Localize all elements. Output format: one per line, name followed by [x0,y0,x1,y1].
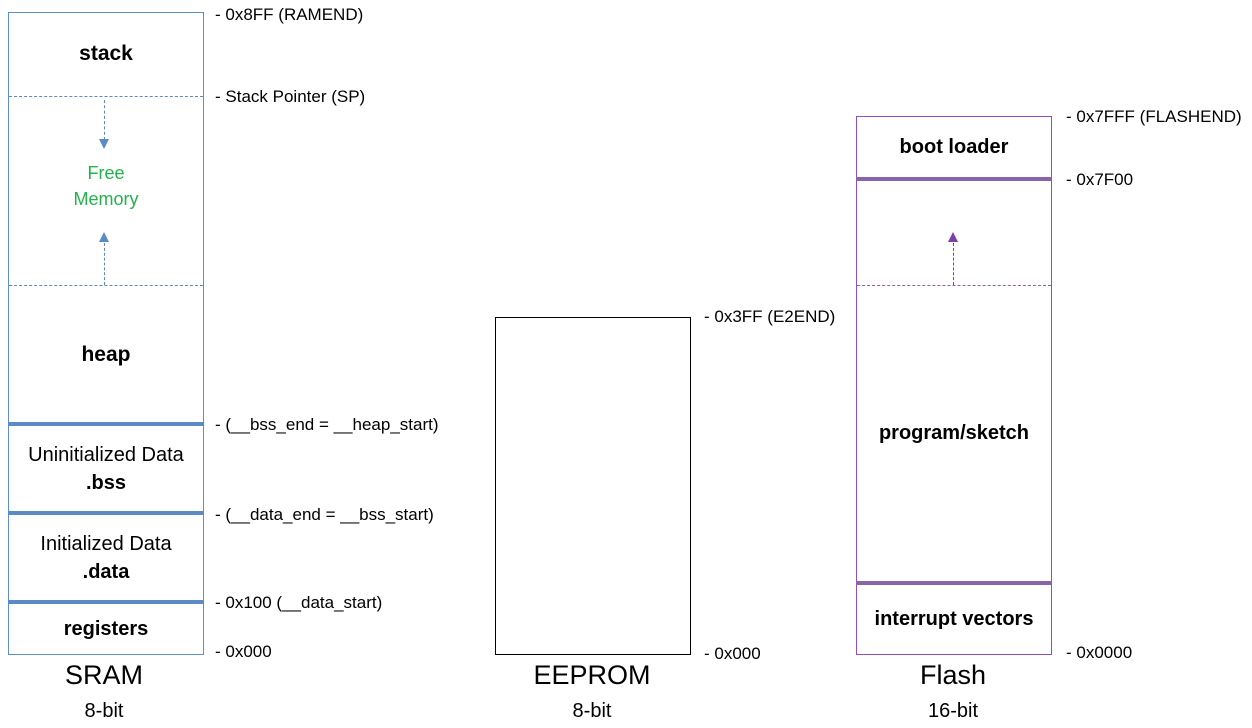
eeprom-bits: 8-bit [572,700,612,722]
sram-stack-growth-line [104,100,105,140]
sram-bits: 8-bit [84,700,124,722]
eeprom-block [495,317,691,655]
sram-stack-region: stack [8,12,204,96]
eeprom-zero-address: - 0x000 [704,644,761,663]
sram-sp-divider [9,96,203,97]
flash-interrupt-vectors-label: interrupt vectors [874,608,1034,630]
flash-boot-loader-label: boot loader [899,135,1009,158]
sram-bss-section: .bss [85,472,127,494]
sram-data-section: .data [82,560,130,583]
sram-registers-region: registers [8,604,204,654]
sram-data-start-divider [8,600,204,604]
flash-program-growth-line [953,243,954,285]
sram-stack-label: stack [79,42,133,65]
free-memory-label: Free Memory [8,160,204,212]
sram-bss-end-divider [8,422,204,426]
free-memory-line1: Free [87,163,125,183]
sram-bss-end-address: - (__bss_end = __heap_start) [215,415,439,434]
flash-program-label: program/sketch [878,422,1030,444]
sram-data-start-address: - 0x100 (__data_start) [215,593,383,612]
up-arrow-icon [948,232,958,242]
flash-boot-start-address: - 0x7F00 [1066,170,1134,189]
flash-boot-divider [856,177,1052,181]
sram-block [8,12,204,655]
sram-title: SRAM [64,660,143,690]
up-arrow-icon [99,232,109,242]
sram-data-end-divider [8,511,204,515]
eeprom-title: EEPROM [533,660,651,690]
flash-vectors-divider [856,581,1052,585]
sram-bss-region: Uninitialized Data .bss [8,426,204,512]
sram-sp-address: - Stack Pointer (SP) [215,87,366,106]
flash-zero-address: - 0x0000 [1066,643,1133,662]
sram-registers-label: registers [63,617,149,640]
sram-zero-address: - 0x000 [215,642,272,661]
flash-program-region: program/sketch [856,286,1052,581]
sram-ramend-address: - 0x8FF (RAMEND) [215,5,364,24]
sram-bss-label: Uninitialized Data [28,444,184,466]
eeprom-e2end-address: - 0x3FF (E2END) [704,307,836,326]
sram-data-label: Initialized Data [40,532,172,555]
flash-interrupt-vectors-region: interrupt vectors [856,585,1052,654]
sram-data-end-address: - (__data_end = __bss_start) [215,505,434,524]
flash-block [856,116,1052,655]
flash-bits: 16-bit [927,700,979,722]
sram-heap-label: heap [81,342,131,366]
sram-heap-top-divider [9,285,203,286]
sram-data-region: Initialized Data .data [8,515,204,600]
sram-heap-region: heap [8,286,204,423]
flash-program-top-divider [857,285,1051,286]
flash-boot-loader-region: boot loader [856,116,1052,178]
free-memory-line2: Memory [73,189,139,209]
flash-title: Flash [919,660,987,690]
sram-heap-growth-line [104,243,105,285]
down-arrow-icon [99,139,109,149]
flash-flashend-address: - 0x7FFF (FLASHEND) [1066,107,1242,126]
